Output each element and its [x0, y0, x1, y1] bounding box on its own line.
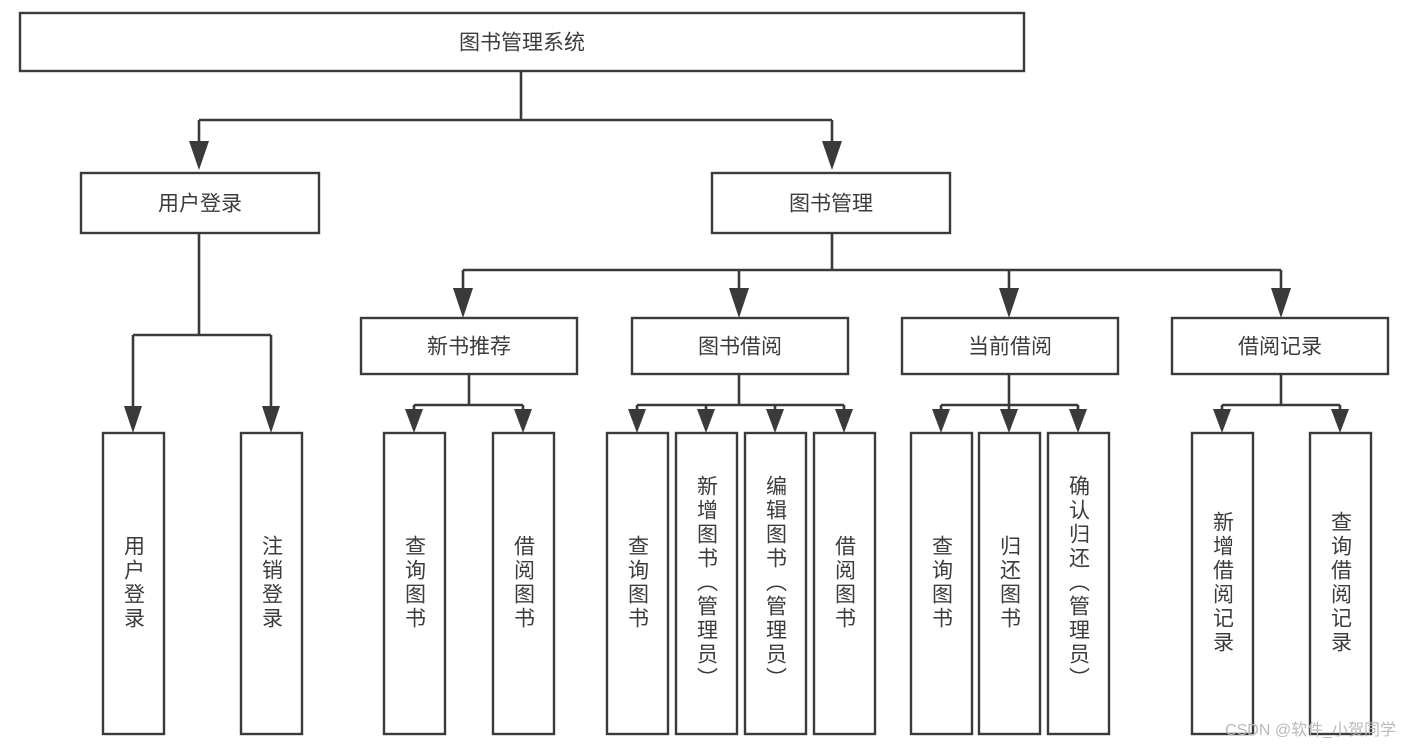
arrow-newbook-leaf-1-icon: [405, 409, 423, 433]
node-leaf-confirm-return-box[interactable]: [1046, 431, 1111, 736]
node-leaf-add-record[interactable]: 新增借阅记录: [1190, 431, 1255, 736]
node-leaf-query-book-2-label: 查询图书: [626, 535, 650, 631]
arrow-bm-current-borrow-icon: [999, 288, 1019, 318]
node-leaf-query-record-label: 查询借阅记录: [1329, 511, 1353, 655]
node-leaf-query-book-1-label: 查询图书: [403, 535, 427, 631]
node-new-book-recommend-label: 新书推荐: [427, 336, 511, 359]
node-leaf-add-book-box[interactable]: [674, 431, 739, 736]
node-leaf-query-book-3-box[interactable]: [909, 431, 974, 736]
arrow-bm-book-borrow-icon: [729, 288, 749, 318]
node-leaf-user-login[interactable]: 用户登录: [101, 431, 166, 736]
node-leaf-edit-book[interactable]: 编辑图书（管理员）: [743, 431, 808, 736]
node-leaf-query-book-3[interactable]: 查询图书: [909, 431, 974, 736]
node-leaf-return-book[interactable]: 归还图书: [977, 431, 1042, 736]
arrow-bm-new-book-icon: [453, 288, 473, 318]
node-current-borrow-box[interactable]: [900, 316, 1120, 376]
node-borrow-record-box[interactable]: [1170, 316, 1390, 376]
node-leaf-query-book-1-box[interactable]: [382, 431, 447, 736]
node-leaf-borrow-book-1[interactable]: 借阅图书: [491, 431, 556, 736]
node-leaf-query-book-1[interactable]: 查询图书: [382, 431, 447, 736]
node-leaf-user-logout-box[interactable]: [239, 431, 304, 736]
node-user-login-box[interactable]: [79, 171, 321, 235]
node-leaf-borrow-book-2-box[interactable]: [812, 431, 877, 736]
node-leaf-query-record-box[interactable]: [1308, 431, 1373, 736]
node-leaf-borrow-book-1-box[interactable]: [491, 431, 556, 736]
csdn-watermark: CSDN @软件_小贺同学: [1225, 721, 1396, 739]
node-user-login[interactable]: 用户登录: [79, 171, 321, 235]
node-leaf-user-login-label: 用户登录: [122, 535, 146, 631]
node-book-borrow-box[interactable]: [630, 316, 850, 376]
node-leaf-query-book-2-box[interactable]: [605, 431, 670, 736]
arrow-root-to-user-login-icon: [189, 141, 209, 170]
node-leaf-add-book[interactable]: 新增图书（管理员）: [674, 431, 739, 736]
node-leaf-borrow-book-2[interactable]: 借阅图书: [812, 431, 877, 736]
node-leaf-borrow-book-2-label: 借阅图书: [833, 535, 857, 631]
arrow-user-login-leaf-2-icon: [262, 406, 280, 433]
node-borrow-record-label: 借阅记录: [1238, 336, 1322, 359]
node-root[interactable]: 图书管理系统: [18, 11, 1026, 73]
node-root-box[interactable]: [18, 11, 1026, 73]
node-leaf-query-book-2[interactable]: 查询图书: [605, 431, 670, 736]
node-leaf-return-book-label: 归还图书: [998, 535, 1022, 631]
node-current-borrow[interactable]: 当前借阅: [900, 316, 1120, 376]
node-root-label: 图书管理系统: [459, 32, 585, 55]
node-leaf-confirm-return[interactable]: 确认归还（管理员）: [1046, 431, 1111, 736]
node-borrow-record[interactable]: 借阅记录: [1170, 316, 1390, 376]
node-leaf-add-book-label: 新增图书（管理员）: [695, 475, 719, 691]
node-book-management[interactable]: 图书管理: [710, 171, 952, 235]
arrow-currentborrow-leaf-3-icon: [1069, 409, 1087, 433]
node-leaf-query-book-3-label: 查询图书: [930, 535, 954, 631]
node-leaf-user-login-box[interactable]: [101, 431, 166, 736]
arrow-bookborrow-leaf-4-icon: [835, 409, 853, 433]
arrow-user-login-leaf-1-icon: [124, 406, 142, 433]
node-leaf-query-record[interactable]: 查询借阅记录: [1308, 431, 1373, 736]
node-leaf-borrow-book-1-label: 借阅图书: [512, 535, 536, 631]
arrow-currentborrow-leaf-1-icon: [932, 409, 950, 433]
node-book-borrow-label: 图书借阅: [698, 336, 782, 359]
arrow-currentborrow-leaf-2-icon: [1000, 409, 1018, 433]
node-leaf-add-record-box[interactable]: [1190, 431, 1255, 736]
arrow-bookborrow-leaf-3-icon: [766, 409, 784, 433]
node-book-management-box[interactable]: [710, 171, 952, 235]
node-leaf-edit-book-label: 编辑图书（管理员）: [764, 475, 788, 691]
node-leaf-confirm-return-label: 确认归还（管理员）: [1067, 475, 1091, 691]
arrow-bm-borrow-record-icon: [1271, 288, 1291, 318]
connector-layer: [124, 71, 1349, 433]
node-user-login-label: 用户登录: [158, 193, 242, 216]
node-leaf-edit-book-box[interactable]: [743, 431, 808, 736]
node-leaf-user-logout-label: 注销登录: [260, 535, 284, 631]
node-book-management-label: 图书管理: [789, 193, 873, 216]
arrow-borrowrecord-leaf-1-icon: [1213, 409, 1231, 433]
node-new-book-recommend[interactable]: 新书推荐: [359, 316, 579, 376]
arrow-bookborrow-leaf-1-icon: [628, 409, 646, 433]
arrow-borrowrecord-leaf-2-icon: [1331, 409, 1349, 433]
node-new-book-recommend-box[interactable]: [359, 316, 579, 376]
node-leaf-user-logout[interactable]: 注销登录: [239, 431, 304, 736]
node-current-borrow-label: 当前借阅: [968, 336, 1052, 359]
arrow-bookborrow-leaf-2-icon: [697, 409, 715, 433]
node-book-borrow[interactable]: 图书借阅: [630, 316, 850, 376]
arrow-root-to-book-management-icon: [822, 141, 842, 170]
node-leaf-return-book-box[interactable]: [977, 431, 1042, 736]
arrow-newbook-leaf-2-icon: [514, 409, 532, 433]
node-leaf-add-record-label: 新增借阅记录: [1211, 511, 1235, 655]
